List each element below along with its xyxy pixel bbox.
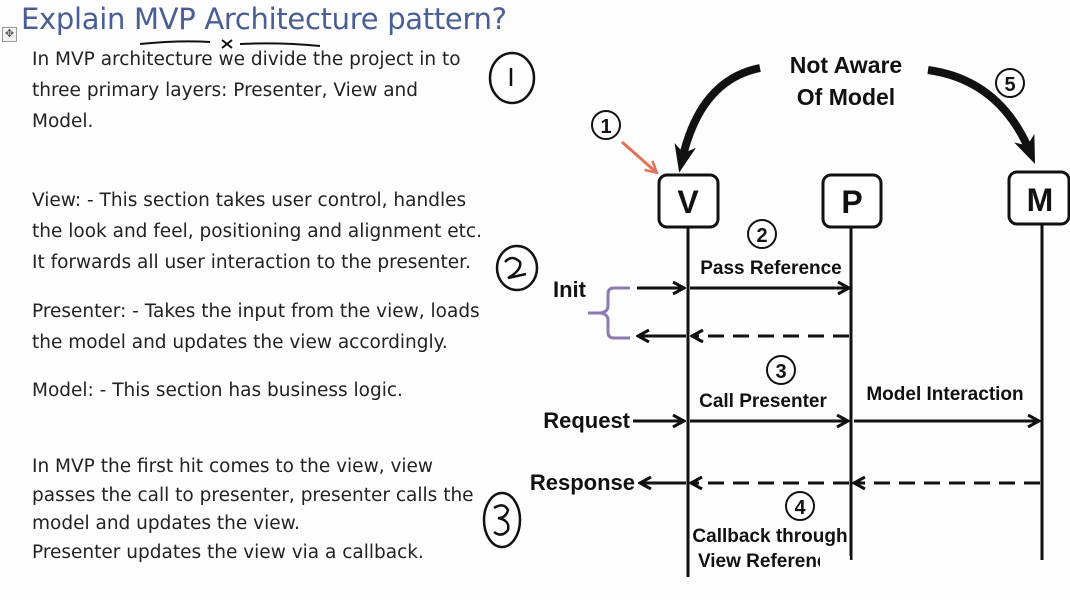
presenter-paragraph: Presenter: - Takes the input from the vi… (32, 301, 480, 353)
step-marker-3: 3 (766, 355, 796, 385)
request-label: Request (543, 408, 630, 433)
crop-mask (820, 556, 850, 576)
curved-arrow-to-model (927, 66, 1036, 164)
flow-paragraph: In MVP the first hit comes to the view, … (32, 456, 474, 563)
not-aware-label-2: Of Model (797, 84, 895, 110)
step-marker-4: 4 (785, 491, 815, 521)
svg-text:M: M (1027, 182, 1054, 218)
handwritten-mark-1 (488, 51, 536, 105)
move-icon[interactable]: ✥ (2, 27, 17, 42)
step-marker-1: 1 (591, 110, 621, 140)
init-label: Init (553, 277, 587, 302)
presenter-node: P (821, 173, 883, 229)
view-paragraph: View: - This section takes user control,… (32, 190, 482, 273)
svg-text:1: 1 (600, 116, 611, 138)
intro-paragraph: In MVP architecture we divide the projec… (32, 49, 461, 132)
call-presenter-label: Call Presenter (699, 391, 827, 412)
red-pointer-arrow (621, 140, 656, 172)
model-interaction-label: Model Interaction (866, 384, 1023, 405)
svg-text:V: V (677, 184, 699, 220)
svg-text:2: 2 (756, 225, 767, 247)
svg-text:P: P (841, 184, 862, 220)
handwritten-mark-2 (495, 244, 539, 292)
svg-text:5: 5 (1004, 74, 1015, 96)
svg-text:3: 3 (775, 361, 786, 383)
page-title: Explain MVP Architecture pattern? (21, 2, 507, 36)
curved-arrow-to-view (674, 64, 761, 173)
pass-reference-label: Pass Reference (700, 258, 842, 279)
response-label: Response (530, 470, 635, 495)
callback-label-line2: View Reference (698, 551, 838, 572)
init-brace (588, 286, 630, 340)
step-marker-5: 5 (995, 68, 1025, 98)
model-node: M (1007, 170, 1070, 226)
model-paragraph: Model: - This section has business logic… (32, 380, 403, 401)
view-node: V (657, 173, 720, 229)
handwritten-mark-3 (482, 491, 522, 549)
pen-underline-marks (139, 39, 321, 49)
step-marker-2: 2 (747, 219, 777, 249)
not-aware-label-1: Not Aware (790, 52, 902, 78)
callback-label-line1: Callback through (692, 526, 847, 547)
svg-text:4: 4 (794, 497, 806, 519)
